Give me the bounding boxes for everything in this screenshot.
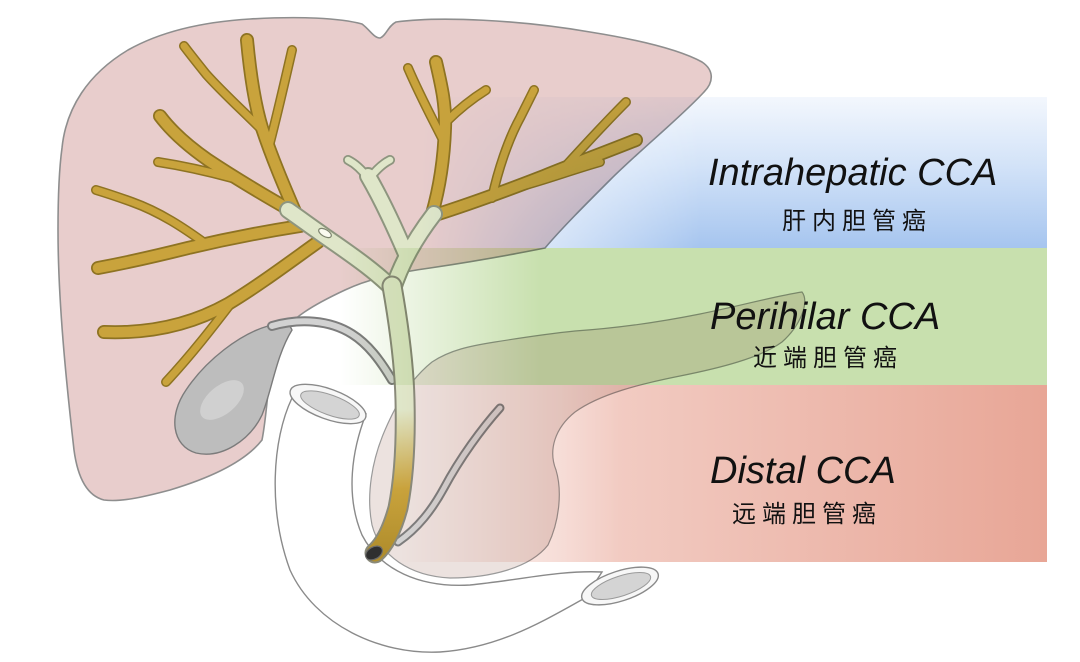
intrahepatic-label-en: Intrahepatic CCA xyxy=(708,152,997,194)
distal-label: Distal CCA 远端胆管癌 xyxy=(710,450,896,528)
distal-label-zh: 远端胆管癌 xyxy=(732,500,882,528)
perihilar-label-zh: 近端胆管癌 xyxy=(753,344,903,372)
distal-label-en: Distal CCA xyxy=(710,450,896,492)
perihilar-label-en: Perihilar CCA xyxy=(710,296,940,338)
perihilar-band xyxy=(340,248,1047,385)
intrahepatic-label-zh: 肝内胆管癌 xyxy=(782,207,932,235)
duodenum-lower-opening xyxy=(577,559,662,612)
